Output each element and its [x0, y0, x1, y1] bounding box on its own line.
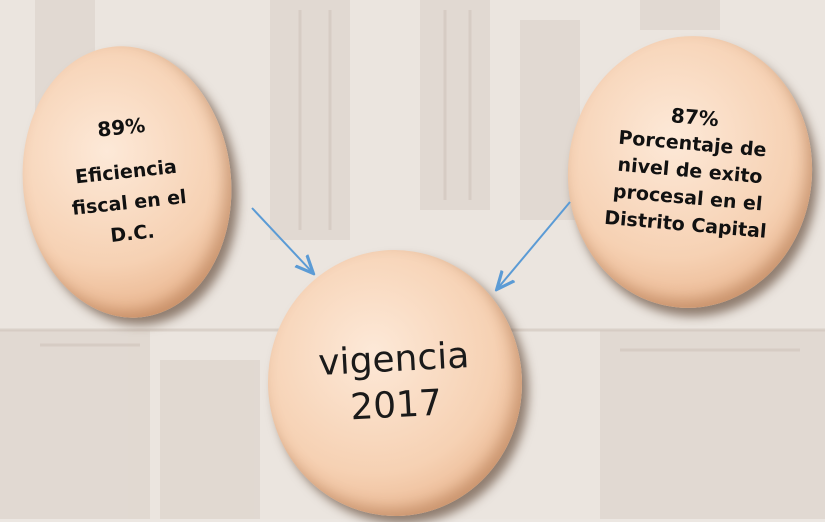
right-circle-percent: 87% — [669, 103, 720, 132]
left-circle-percent: 89% — [96, 112, 147, 142]
right-circle-label: Porcentaje de nivel de exito procesal en… — [603, 126, 768, 243]
left-circle-label: Eficiencia fiscal en el D.C. — [70, 155, 188, 247]
center-circle-label: vigencia 2017 — [317, 335, 471, 429]
